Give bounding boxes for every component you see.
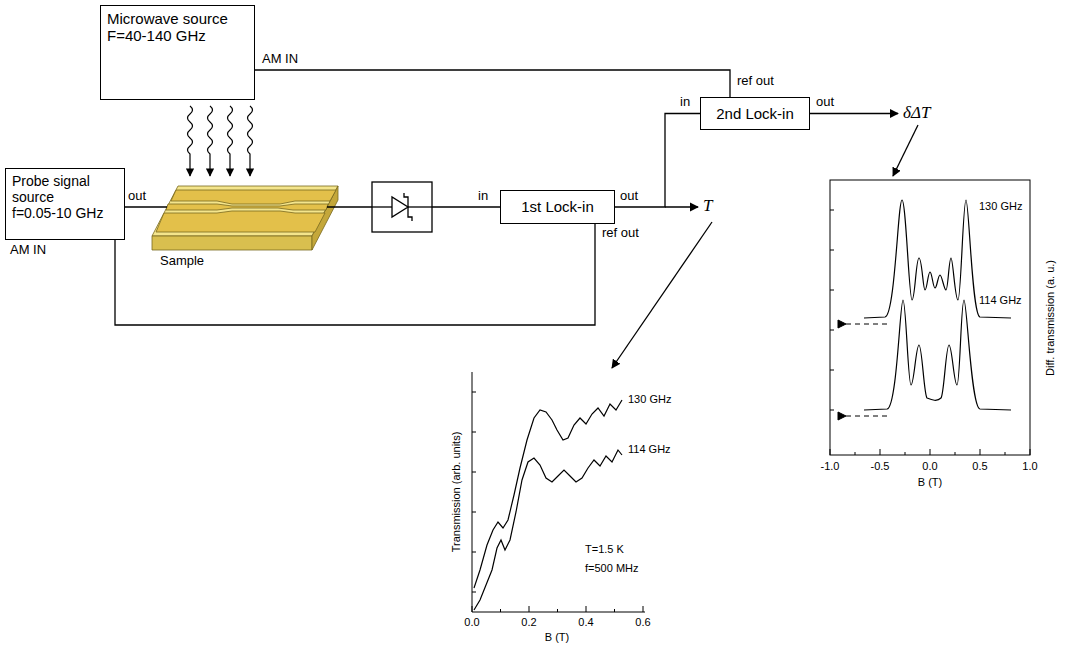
diff-transmission-plot (846, 416, 890, 417)
diode-detector (372, 182, 432, 232)
axis-label: B (T) (918, 476, 942, 489)
plot-note: T=1.5 K (585, 543, 624, 556)
curve-label: 114 GHz (979, 294, 1022, 307)
sample-chip (152, 186, 338, 236)
box-text: F=40-140 GHz (107, 27, 248, 44)
box-text: Probe signal source (12, 173, 118, 205)
signal-wire (893, 125, 918, 176)
axis-label: Diff. transmission (a. u.) (1044, 260, 1057, 376)
axis-label: Transmission (arb. units) (450, 432, 463, 553)
port-label: AM IN (262, 52, 298, 67)
tick-label: 0.0 (464, 616, 479, 629)
microwave-waves (188, 106, 253, 176)
tick-label: -1.0 (821, 460, 840, 473)
plot-note: f=500 MHz (585, 562, 639, 575)
transmission-plot (472, 372, 645, 612)
transmission-plot (472, 606, 643, 612)
curve-label: 114 GHz (628, 443, 671, 456)
microwave-waves (208, 106, 213, 176)
diff-transmission-plot (830, 449, 1030, 455)
diff-transmission-plot (830, 180, 1030, 455)
diode-detector (372, 206, 392, 207)
curve-label: 130 GHz (628, 393, 671, 406)
signal-wire (125, 206, 167, 207)
box-text: Microwave source (107, 10, 248, 27)
diff-transmission-plot (838, 320, 846, 328)
sample-chip (156, 211, 325, 232)
diode-detector (372, 182, 432, 232)
port-label: out (128, 189, 146, 204)
transmission-plot (474, 400, 622, 588)
box-text: 1st Lock-in (507, 198, 608, 215)
tick-label: 0.4 (578, 616, 593, 629)
port-label: out (816, 95, 834, 110)
diff-transmission-plot (846, 324, 890, 325)
diode-detector (408, 206, 432, 207)
transmission-plot (472, 372, 645, 612)
signal-wire (432, 206, 500, 207)
microwave-waves (248, 106, 253, 176)
sample-chip (152, 186, 338, 250)
tick-label: 0.6 (635, 616, 650, 629)
signal-symbol: δΔT (903, 103, 930, 123)
tick-label: 1.0 (1022, 460, 1037, 473)
port-label: AM IN (10, 243, 46, 258)
diff-transmission-plot (838, 412, 846, 420)
port-label: ref out (737, 74, 774, 89)
signal-connector (115, 224, 595, 325)
microwave-waves (228, 106, 233, 176)
tick-label: -0.5 (871, 460, 890, 473)
signal-symbol: T (703, 196, 712, 216)
diff-transmission-plot (864, 300, 1011, 410)
source-box: Probe signal sourcef=0.05-10 GHz (5, 168, 125, 240)
box-text: f=0.05-10 GHz (12, 205, 118, 221)
axis-label: B (T) (545, 631, 569, 644)
lockin-box: 2nd Lock-in (700, 97, 810, 130)
source-box: Microwave sourceF=40-140 GHz (100, 5, 255, 100)
port-label: out (620, 189, 638, 204)
transmission-plot (474, 450, 622, 610)
curve-label: 130 GHz (979, 200, 1022, 213)
tick-label: 0.5 (972, 460, 987, 473)
signal-wire (665, 206, 698, 207)
microwave-waves (188, 106, 193, 176)
diff-transmission-plot (830, 210, 834, 410)
signal-wire (612, 222, 712, 368)
lockin-box: 1st Lock-in (500, 190, 615, 224)
signal-wire (327, 206, 372, 207)
sample-chip (152, 236, 312, 250)
diff-transmission-plot (830, 180, 1030, 455)
diode-detector (392, 197, 408, 217)
signal-wire (125, 114, 918, 369)
transmission-plot (472, 392, 476, 592)
signal-wire (810, 113, 898, 114)
port-label: in (680, 95, 690, 110)
port-label: ref out (602, 226, 639, 241)
tick-label: 0.0 (922, 460, 937, 473)
port-label: in (478, 189, 488, 204)
signal-connector (255, 70, 730, 97)
box-text: 2nd Lock-in (707, 105, 803, 122)
sample-chip (171, 190, 336, 204)
sample-chip (166, 204, 328, 210)
tick-label: 0.2 (521, 616, 536, 629)
signal-connector (615, 114, 700, 208)
sample-label: Sample (160, 254, 204, 269)
